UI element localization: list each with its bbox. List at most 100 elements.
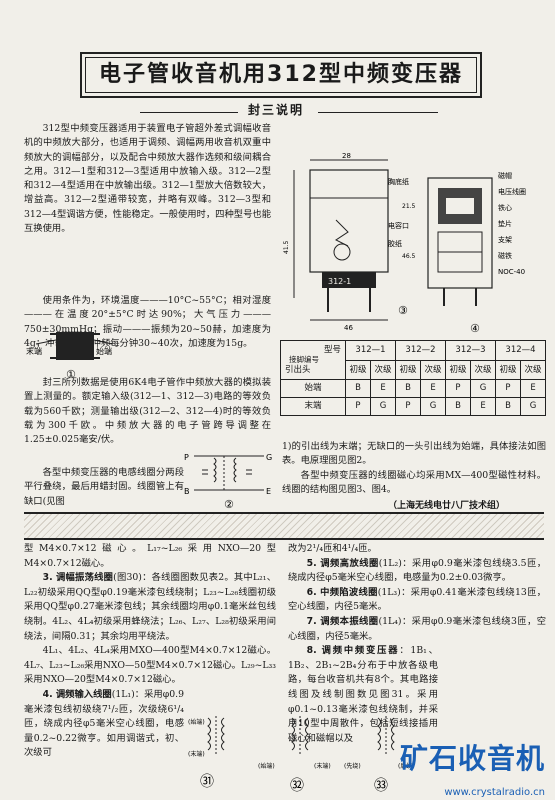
fig3-dim-bottom: 46 — [344, 324, 353, 332]
table-cell: P — [395, 397, 421, 416]
table-cell: E — [520, 379, 546, 398]
fig32-label-end: (末端) — [314, 762, 331, 770]
model-312-1: 312—1 — [345, 340, 396, 361]
intro-paragraph-4: 各型中频变压器的电感线圈分两段平行叠绕，最后用蜡封固。线圈管上有缺口(见图 — [24, 467, 184, 507]
intro-paragraph-2: 使用条件为，环境温度———10°C~55°C；相对湿度———在温度20°±5°C… — [24, 295, 271, 349]
corner-lead: 引出头 — [285, 364, 311, 375]
corner-model: 型号 — [323, 345, 341, 355]
spec-table: 型号 接脚编号 引出头 312—1 312—2 312—3 312—4 初级 次… — [280, 340, 546, 416]
table-cell: P — [445, 379, 471, 398]
model-312-2: 312—2 — [395, 340, 446, 361]
fig3-model: 312-1 — [328, 277, 351, 286]
right-paragraph-2: 各型中频变压器的线圈磁心均采用MX—400型磁性材料。线圈的结构图见图3、图4。 — [282, 469, 546, 495]
table-cell: P — [495, 379, 521, 398]
fig3-tag-bottom-paper: 胸底纸 — [388, 177, 409, 186]
table-cell: G — [420, 397, 446, 416]
fig4-tag-cap: 磁帽 — [498, 171, 512, 180]
right-item-5: 8. 调频中频变压器：1B₁、1B₂、2B₁~2B₄分布于中放各级电路，每台收音… — [288, 645, 438, 744]
figure-2-schematic: P B G E ② — [184, 453, 272, 511]
figure-3-can-drawing: 28 312-1 41.5 21.5 46.5 46 胸底纸 电容口 胶纸 ③ — [283, 152, 416, 332]
intro-block-4: 各型中频变压器的电感线圈分两段平行叠绕，最后用蜡封固。线圈管上有缺口(见图 — [24, 466, 184, 509]
fig33-label-first: (先绕) — [344, 762, 361, 770]
fig4-tag-material: NOC-40 — [498, 268, 525, 276]
sub-header: 初级 — [345, 359, 371, 380]
fig1-number: ① — [66, 368, 76, 381]
fig3-tag-capacitor: 电容口 — [388, 221, 409, 230]
fig4-tag-coil: 电压线圈 — [498, 187, 526, 196]
fig4-number: ④ — [470, 322, 480, 335]
right-text-block: 1)的引出线为末端；无缺口的一头引出线为始端，具体接法如图表。电原理图见图2。 … — [282, 440, 546, 497]
figure-32: (始端) (末端) ㉜ — [258, 716, 331, 794]
intro-block-3: 封三所列数据是使用6K4电子管作中频放大器的模拟装置上测量的。额定输入级(312… — [24, 376, 271, 447]
fig3-dim-side: 41.5 — [283, 240, 290, 254]
fig2-number: ② — [224, 498, 234, 511]
table-cell: G — [470, 379, 496, 398]
watermark-url: www.crystalradio.cn — [444, 787, 545, 798]
right-item-1: 改为2¹/₄匝和4¹/₄匝。 — [288, 543, 377, 554]
subtitle-rule-left — [140, 112, 238, 113]
sub-header: 初级 — [495, 359, 521, 380]
fig2-pin-g: G — [266, 453, 272, 462]
sub-header: 次级 — [520, 359, 546, 380]
subtitle: 封三说明 — [242, 103, 311, 118]
figure-4-cutaway: 磁帽 电压线圈 铁心 垫片 支架 磁铁 NOC-40 ④ — [427, 171, 526, 335]
fig32-number: ㉜ — [290, 778, 304, 794]
fig4-tag-bracket: 支架 — [498, 235, 512, 244]
left-item-1: 型M4×0.7×12磁心。L₁₇~L₂₆采用NXO—20型M4×0.7×12磁心… — [24, 543, 276, 569]
right-item-2: 5. 调频高放线圈(1L₂)：采用φ0.9毫米漆包线绕3.5匝，绕成内径φ5毫米… — [288, 557, 546, 584]
sub-header: 初级 — [445, 359, 471, 380]
figures-31-33: (始端) (末端) ㉛ (始端) (末端) ㉜ (先绕) (后绕) ㉝ — [188, 716, 415, 794]
fig33-label-second: (后绕) — [398, 762, 415, 770]
sub-header: 次级 — [420, 359, 446, 380]
subtitle-rule-right — [318, 112, 438, 113]
section-divider-band — [24, 512, 544, 540]
right-item-3: 6. 中频陷波线圈(1L₃)：采用φ0.41毫米漆包线绕13匝，空心线圈，内径5… — [288, 586, 546, 613]
table-corner: 型号 接脚编号 引出头 — [280, 340, 346, 380]
table-cell: E — [470, 397, 496, 416]
fig3-dim-h2: 46.5 — [402, 253, 416, 260]
fig4-tag-magnet: 磁铁 — [498, 251, 512, 260]
left-item-2: 3. 调幅振荡线圈(图30)：各线圈图数见表2。其中L₂₁、L₂₂初级采用QQ型… — [24, 572, 276, 642]
intro-paragraph-3: 封三所列数据是使用6K4电子管作中频放大器的模拟装置上测量的。额定输入级(312… — [24, 377, 271, 446]
fig1-end-label: 末端 — [26, 346, 42, 356]
model-312-4: 312—4 — [495, 340, 546, 361]
fig31-number: ㉛ — [200, 774, 214, 790]
source-credit: （上海无线电廿八厂技术组） — [388, 501, 506, 511]
fig2-pin-b: B — [184, 487, 190, 496]
sub-header: 次级 — [470, 359, 496, 380]
corner-pin: 接脚编号 — [289, 355, 319, 364]
fig3-dim-top: 28 — [342, 152, 351, 160]
fig3-dim-h1: 21.5 — [402, 203, 416, 210]
fig3-tag-tape: 胶纸 — [388, 239, 402, 248]
intro-block: 312型中频变压器适用于装置电子管超外差式调幅收音机的中频放大部分，也适用于调频… — [24, 122, 271, 236]
table-cell: B — [395, 379, 421, 398]
model-312-3: 312—3 — [445, 340, 496, 361]
figure-33: (先绕) (后绕) ㉝ — [344, 716, 415, 794]
table-cell: G — [520, 397, 546, 416]
fig31-label-end: (末端) — [188, 750, 205, 758]
fig31-label-start: (始端) — [188, 718, 205, 726]
table-cell: P — [345, 397, 371, 416]
fig33-number: ㉝ — [374, 778, 388, 794]
title-box: 电子管收音机用312型中频变压器 — [80, 52, 482, 98]
table-cell: B — [445, 397, 471, 416]
sub-header: 初级 — [395, 359, 421, 380]
fig4-tag-core: 铁心 — [498, 203, 512, 212]
table-cell: G — [370, 397, 396, 416]
row-label: 始端 — [280, 379, 346, 398]
right-paragraph-1: 1)的引出线为末端；无缺口的一头引出线为始端，具体接法如图表。电原理图见图2。 — [282, 441, 546, 467]
left-item-3: 4L₁、4L₂、4L₄采用MXO—400型M4×0.7×12磁心。4L₇、L₂₃… — [24, 645, 276, 686]
table-row: 末端 P G P G B E B G — [280, 397, 546, 416]
fig3-number: ③ — [398, 304, 408, 317]
intro-paragraph-1: 312型中频变压器适用于装置电子管超外差式调幅收音机的中频放大部分，也适用于调频… — [24, 123, 271, 235]
table-cell: B — [345, 379, 371, 398]
fig2-pin-e: E — [266, 487, 271, 496]
lower-right-column: 改为2¹/₄匝和4¹/₄匝。 5. 调频高放线圈(1L₂)：采用φ0.9毫米漆包… — [288, 542, 546, 746]
watermark-logo: 矿石收音机 — [399, 742, 545, 775]
figure-1-coil: 末端 始端 ① — [26, 332, 113, 381]
fig4-tag-spacer: 垫片 — [498, 219, 512, 228]
fig2-pin-p: P — [184, 453, 189, 462]
fig1-start-label: 始端 — [96, 346, 112, 356]
fig32-label-start: (始端) — [258, 762, 275, 770]
right-item-4: 7. 调频本振线圈(1L₄)：采用φ0.9毫米漆包线绕3匝，空心线圈，内径5毫米… — [288, 615, 546, 642]
